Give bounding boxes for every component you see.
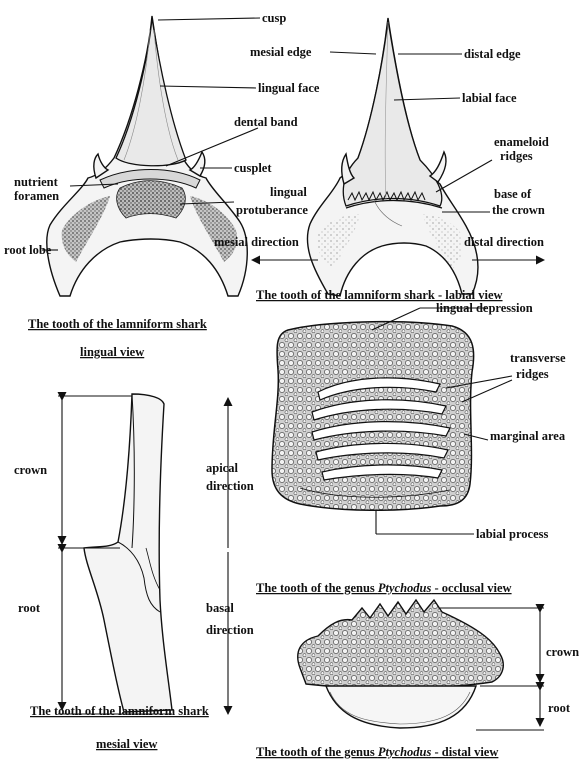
label-cusp: cusp	[262, 11, 286, 25]
label-lingual-protuberance-1: lingual	[270, 185, 307, 199]
label-enameloid-ridges-1: enameloid	[494, 135, 549, 149]
mesial-tooth-outline	[84, 394, 172, 712]
label-crown-mesial: crown	[14, 463, 47, 477]
label-labial-process: labial process	[476, 527, 548, 541]
label-mesial-direction: mesial direction	[214, 235, 299, 249]
labial-view-tooth	[307, 18, 478, 296]
label-labial-face: labial face	[462, 91, 517, 105]
label-enameloid-ridges-2: ridges	[500, 149, 533, 163]
label-cusplet: cusplet	[234, 161, 272, 175]
label-apical-direction-2: direction	[206, 479, 254, 493]
label-lingual-protuberance-2: protuberance	[236, 203, 308, 217]
occlusal-tooth-outline	[272, 322, 474, 511]
label-base-of-crown-1: base of	[494, 187, 532, 201]
caption-distal-view: The tooth of the genus Ptychodus - dista…	[256, 745, 498, 759]
mesial-view-tooth	[84, 394, 172, 712]
label-dental-band: dental band	[234, 115, 298, 129]
caption-lingual-view-line1: The tooth of the lamniform shark	[28, 317, 207, 331]
occlusal-view-tooth	[272, 322, 474, 511]
lingual-view-tooth	[47, 16, 247, 296]
labial-crown-face	[343, 20, 441, 206]
label-base-of-crown-2: the crown	[492, 203, 545, 217]
distal-root-outline	[326, 686, 476, 728]
label-apical-direction-1: apical	[206, 461, 238, 475]
label-transverse-ridges-1: transverse	[510, 351, 566, 365]
label-distal-direction: distal direction	[464, 235, 544, 249]
caption-labial-view: The tooth of the lamniform shark - labia…	[256, 288, 503, 302]
label-basal-direction-1: basal	[206, 601, 234, 615]
caption-mesial-view-line2: mesial view	[96, 737, 157, 751]
label-root-mesial: root	[18, 601, 41, 615]
label-basal-direction-2: direction	[206, 623, 254, 637]
distal-view-tooth	[298, 600, 504, 728]
label-root-lobe: root lobe	[4, 243, 52, 257]
caption-lingual-view-line2: lingual view	[80, 345, 144, 359]
distal-crown-outline	[298, 600, 504, 688]
label-mesial-edge: mesial edge	[250, 45, 312, 59]
label-root-distal: root	[548, 701, 571, 715]
label-crown-distal: crown	[546, 645, 579, 659]
label-lingual-depression: lingual depression	[436, 301, 533, 315]
label-distal-edge: distal edge	[464, 47, 521, 61]
label-marginal-area: marginal area	[490, 429, 566, 443]
label-nutrient-foramen-1: nutrient	[14, 175, 59, 189]
label-lingual-face: lingual face	[258, 81, 320, 95]
lingual-crown-face	[116, 18, 186, 166]
label-transverse-ridges-2: ridges	[516, 367, 549, 381]
caption-occlusal-view: The tooth of the genus Ptychodus - occlu…	[256, 581, 512, 595]
lingual-protuberance	[117, 181, 186, 219]
label-nutrient-foramen-2: foramen	[14, 189, 59, 203]
caption-mesial-view-line1: The tooth of the lamniform shark	[30, 704, 209, 718]
